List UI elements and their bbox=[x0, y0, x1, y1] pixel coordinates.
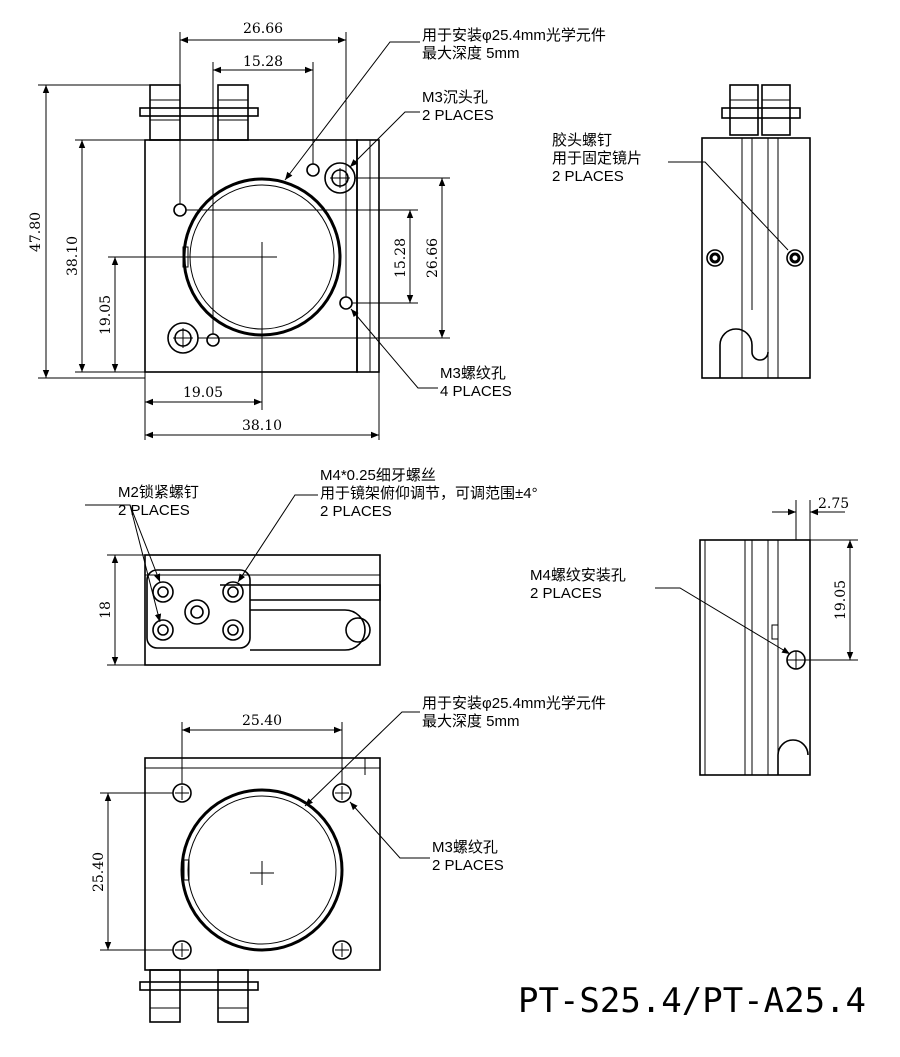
top-adjuster-plate bbox=[146, 569, 251, 649]
back-m3-thread-holes bbox=[172, 783, 352, 960]
dim-right-side-height: 19.05 bbox=[833, 580, 849, 620]
front-adjuster-knobs bbox=[139, 84, 259, 141]
dim-front-right-outer: 26.66 bbox=[425, 238, 441, 278]
front-m3-thread-holes bbox=[173, 163, 353, 347]
side-rubber-screw bbox=[786, 249, 804, 267]
model-number: PT-S25.4/PT-A25.4 bbox=[518, 981, 866, 1021]
callout-back-optic: 用于安装φ25.4mm光学元件最大深度 5mm bbox=[422, 695, 606, 730]
side-adjuster-knobs bbox=[721, 84, 801, 136]
back-body-outline bbox=[144, 757, 381, 971]
callout-front-optic: 用于安装φ25.4mm光学元件最大深度 5mm bbox=[422, 27, 606, 62]
dim-front-top-outer: 26.66 bbox=[243, 21, 283, 37]
dim-top-height: 18 bbox=[98, 601, 114, 619]
dim-front-height-center: 19.05 bbox=[98, 295, 114, 335]
dim-front-bottom-center: 19.05 bbox=[183, 385, 223, 401]
callout-top-fine-screw: M4*0.25细牙螺丝用于镜架俯仰调节，可调范围±4°2 PLACES bbox=[320, 467, 538, 520]
dim-front-top-inner: 15.28 bbox=[243, 54, 283, 70]
side-body-outline bbox=[701, 137, 811, 379]
right-side-body-outline bbox=[699, 539, 811, 776]
dim-front-bottom-width: 38.10 bbox=[242, 418, 282, 434]
dim-front-height-total: 47.80 bbox=[28, 212, 44, 252]
back-view: 25.40 25.40 用于安装φ25.4mm光学元件最大深度 5mm M3螺纹… bbox=[91, 695, 606, 1023]
front-side-flange bbox=[356, 139, 380, 373]
dim-back-height: 25.40 bbox=[91, 852, 107, 892]
front-view: 26.66 15.28 47.80 38.10 19.05 15.28 26.6… bbox=[28, 21, 606, 440]
top-body-outline bbox=[144, 554, 381, 666]
dim-front-height-body: 38.10 bbox=[65, 236, 81, 276]
dim-back-width: 25.40 bbox=[242, 713, 282, 729]
dim-front-right-inner: 15.28 bbox=[393, 238, 409, 278]
back-optic-bore bbox=[180, 788, 344, 952]
dim-right-side-offset: 2.75 bbox=[818, 496, 849, 512]
back-adjuster-knobs bbox=[139, 969, 259, 1023]
top-screws bbox=[152, 581, 244, 641]
